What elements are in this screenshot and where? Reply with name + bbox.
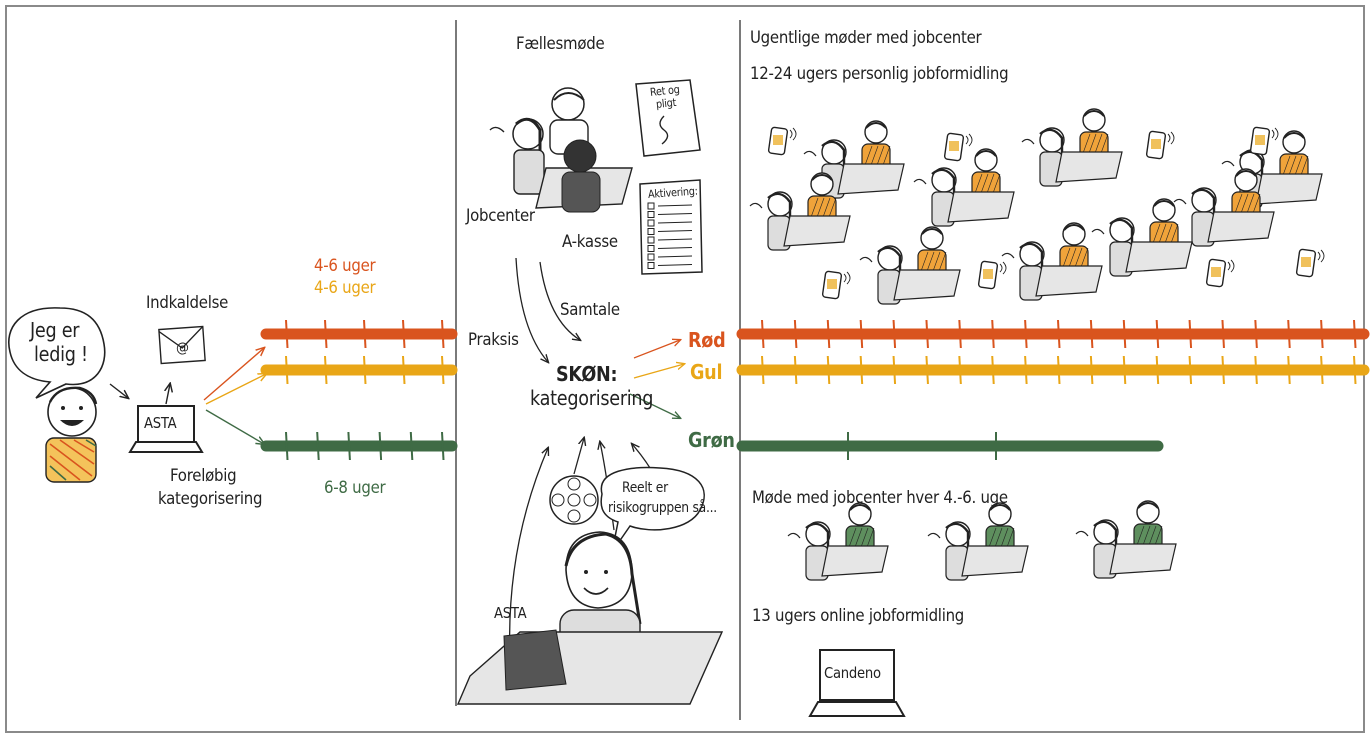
akasse-label: A-kasse bbox=[562, 232, 618, 252]
green-meeting-label: Møde med jobcenter hver 4.-6. uge bbox=[752, 488, 1008, 508]
yellow-timeline-right bbox=[736, 355, 1370, 385]
meeting-pair bbox=[1091, 198, 1193, 277]
weekly-meetings-scene bbox=[749, 108, 1323, 305]
prelim-label-line1: Foreløbig bbox=[170, 466, 237, 486]
meeting-pair bbox=[1001, 222, 1103, 301]
unemployed-person bbox=[45, 386, 98, 483]
checklist-icon bbox=[639, 179, 703, 275]
svg-text:@: @ bbox=[176, 341, 189, 356]
meeting-pair bbox=[1173, 168, 1275, 247]
speech-text-line1: Jeg er bbox=[30, 318, 80, 342]
film-reel-icon bbox=[549, 475, 599, 525]
meeting-pair bbox=[927, 502, 1029, 581]
phone-icon bbox=[1205, 258, 1235, 288]
candeno-laptop-icon bbox=[808, 649, 906, 717]
thought-bubble bbox=[600, 466, 705, 553]
speech-text-line2: ledig ! bbox=[34, 342, 88, 366]
meeting-pair bbox=[1075, 500, 1177, 579]
praksis-label: Praksis bbox=[468, 330, 519, 350]
document-icon bbox=[635, 79, 701, 157]
phone-icon bbox=[821, 270, 851, 300]
green-timeline-right bbox=[736, 432, 1164, 460]
joint-meeting-title: Fællesmøde bbox=[516, 34, 605, 54]
yellow-timeline-left bbox=[260, 355, 458, 385]
prelim-label-line2: kategorisering bbox=[158, 489, 263, 509]
meeting-pair bbox=[913, 148, 1015, 227]
samtale-label: Samtale bbox=[560, 300, 620, 320]
green-timeline-left bbox=[260, 431, 458, 461]
joint-meeting-scene bbox=[489, 87, 633, 213]
timelines bbox=[260, 319, 1370, 461]
laptop-icon bbox=[128, 405, 204, 453]
thought-text-line1: Reelt er bbox=[622, 480, 668, 496]
caseworker-with-laptop bbox=[456, 531, 724, 705]
jobcenter-label: Jobcenter bbox=[466, 206, 535, 226]
meeting-pair bbox=[1021, 108, 1123, 187]
phone-icon bbox=[1249, 126, 1279, 156]
phone-icon bbox=[1295, 248, 1325, 278]
doc-rights-line2: pligt bbox=[655, 95, 677, 111]
red-category-label: Rød bbox=[688, 328, 726, 352]
online-jobmatching-label: 13 ugers online jobformidling bbox=[752, 606, 965, 626]
envelope-icon: @ bbox=[158, 325, 206, 365]
skon-label: SKØN: bbox=[556, 362, 618, 386]
personal-jobmatching-label: 12-24 ugers personlig jobformidling bbox=[750, 64, 1009, 84]
phone-icon bbox=[943, 132, 973, 162]
phone-icon bbox=[977, 260, 1007, 290]
weekly-meetings-label: Ugentlige møder med jobcenter bbox=[750, 28, 982, 48]
red-weeks-label: 4-6 uger bbox=[314, 256, 376, 276]
asta-label: ASTA bbox=[494, 604, 527, 622]
green-category-label: Grøn bbox=[688, 428, 735, 452]
green-meetings-scene bbox=[787, 500, 1177, 581]
yellow-weeks-label: 4-6 uger bbox=[314, 278, 376, 298]
kategorisering-label: kategorisering bbox=[530, 386, 654, 410]
meeting-pair bbox=[859, 226, 961, 305]
invite-label: Indkaldelse bbox=[146, 293, 229, 313]
phone-icon bbox=[767, 126, 797, 156]
meeting-pair bbox=[749, 172, 851, 251]
red-timeline-left bbox=[260, 319, 458, 349]
yellow-category-label: Gul bbox=[690, 360, 723, 384]
phone-icon bbox=[1145, 130, 1175, 160]
candeno-label: Candeno bbox=[824, 664, 881, 682]
laptop-label: ASTA bbox=[144, 414, 177, 432]
red-timeline-right bbox=[736, 319, 1370, 349]
meeting-pair bbox=[787, 502, 889, 581]
speech-bubble bbox=[8, 307, 106, 399]
green-weeks-label: 6-8 uger bbox=[324, 478, 386, 498]
thought-text-line2: risikogruppen så... bbox=[608, 500, 717, 516]
